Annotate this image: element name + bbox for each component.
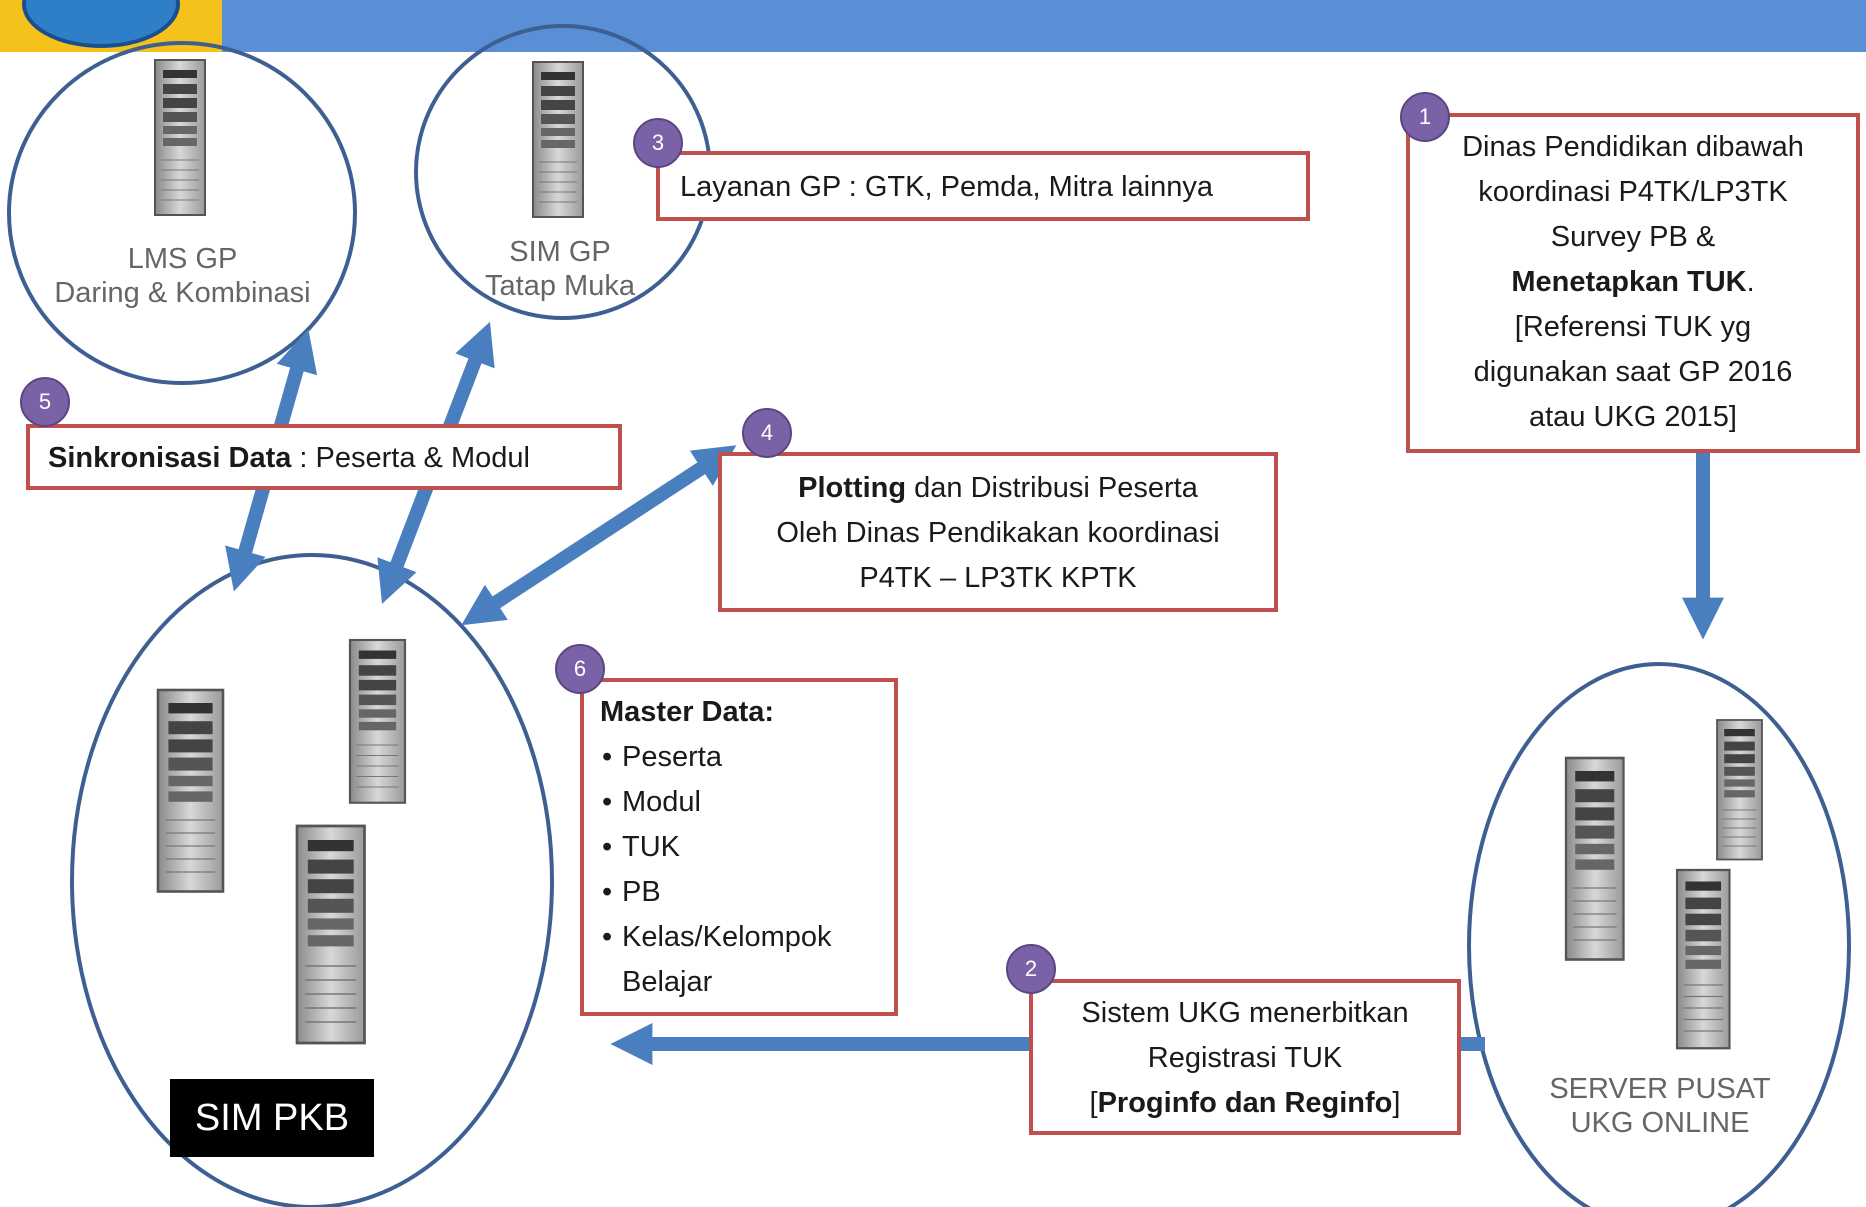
list-item: PB [600, 870, 894, 915]
step-6-box: Master Data: Peserta Modul TUK PB Kelas/… [580, 678, 898, 1016]
step-1-badge: 1 [1400, 92, 1450, 142]
list-item-continuation: Belajar [622, 966, 713, 998]
simgp-server-icon [532, 61, 584, 218]
step-6-badge: 6 [555, 644, 605, 694]
master-data-list: Peserta Modul TUK PB Kelas/Kelompok [600, 735, 894, 960]
step-2-badge: 2 [1006, 944, 1056, 994]
arrow-plotting-simpkb [461, 445, 737, 626]
simpkb-label: SIM PKB [170, 1079, 374, 1157]
lms-circle [7, 41, 357, 385]
simpkb-server-icon-1 [156, 688, 225, 893]
header-bar [0, 0, 1866, 52]
step-1-box: Dinas Pendidikan dibawah koordinasi P4TK… [1406, 113, 1860, 453]
list-item: TUK [600, 825, 894, 870]
step-4-box: Plotting dan Distribusi Peserta Oleh Din… [718, 452, 1278, 612]
step-2-box: Sistem UKG menerbitkan Registrasi TUK [P… [1029, 979, 1461, 1135]
list-item: Kelas/Kelompok [600, 915, 894, 960]
list-item: Modul [600, 780, 894, 825]
logo-box [0, 0, 222, 52]
lms-server-icon [154, 59, 206, 216]
list-item: Peserta [600, 735, 894, 780]
pusat-server-icon-1 [1564, 756, 1625, 961]
pusat-circle [1467, 662, 1851, 1207]
step-5-box: Sinkronisasi Data : Peserta & Modul [26, 424, 622, 490]
step-5-badge: 5 [20, 377, 70, 427]
step-3-box: Layanan GP : GTK, Pemda, Mitra lainnya [656, 151, 1310, 221]
simpkb-server-icon-2 [348, 638, 407, 804]
step-4-badge: 4 [742, 408, 792, 458]
simpkb-server-icon-3 [295, 824, 366, 1045]
step-3-badge: 3 [633, 118, 683, 168]
pusat-server-icon-2 [1716, 719, 1763, 861]
pusat-server-icon-3 [1675, 868, 1731, 1050]
